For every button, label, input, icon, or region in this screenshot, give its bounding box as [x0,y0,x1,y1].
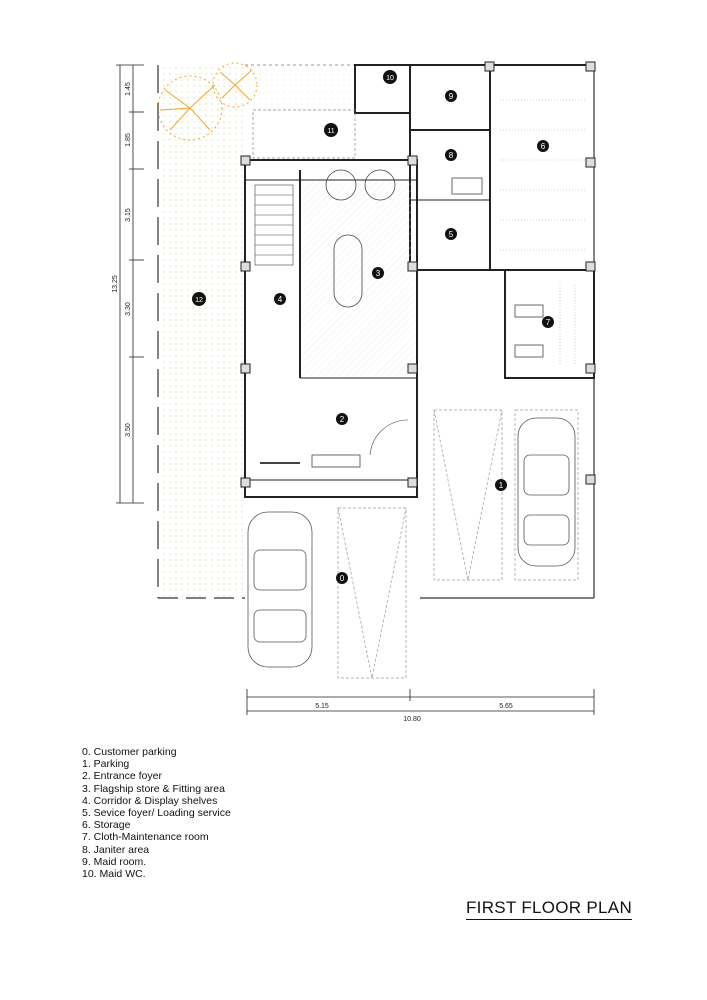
garden-area [160,66,245,598]
parking-bays [337,409,579,679]
room-markers: 0 1 2 3 4 5 6 7 8 9 10 11 12 [192,70,554,584]
room-marker-5: 5 [445,228,457,240]
vertical-dimensions [116,64,144,504]
svg-text:2: 2 [340,415,345,424]
legend-item: 7. Cloth-Maintenance room [82,831,209,844]
storage-shelves [500,99,585,365]
svg-text:4: 4 [278,295,283,304]
svg-text:6: 6 [541,142,546,151]
room-marker-3: 3 [372,267,384,279]
legend-item: 4. Corridor & Display shelves [82,794,218,807]
legend-item: 10. Maid WC. [82,868,146,881]
car-icon [517,417,576,567]
horizontal-dimensions [246,689,595,715]
dim-total-vertical: 13.25 [112,275,119,293]
room-marker-6: 6 [537,140,549,152]
garden-area-top [245,66,355,110]
legend-item: 6. Storage [82,819,131,832]
legend-item: 3. Flagship store & Fitting area [82,782,225,795]
room-marker-8: 8 [445,149,457,161]
room-marker-1: 1 [495,479,507,491]
svg-text:9: 9 [449,92,454,101]
dim-segment: 5.15 [315,703,329,710]
room-marker-9: 9 [445,90,457,102]
svg-text:10: 10 [386,75,394,82]
svg-text:8: 8 [449,151,454,160]
svg-text:11: 11 [327,128,334,135]
room-marker-4: 4 [274,293,286,305]
legend-item: 0. Customer parking [82,746,177,758]
plan-title: FIRST FLOOR PLAN [466,898,633,920]
room-marker-12: 12 [192,292,206,306]
svg-text:12: 12 [195,297,203,304]
svg-text:3: 3 [376,269,381,278]
dashed-room-11 [252,109,356,159]
legend-item: 8. Janiter area [82,843,150,856]
legend-item: 9. Maid room. [82,855,147,868]
dim-segment: 1.45 [125,82,132,96]
walls [244,64,595,498]
dim-segment: 3.15 [125,208,132,222]
svg-text:7: 7 [546,318,551,327]
legend-item: 1. Parking [82,758,130,771]
staircase [254,184,294,266]
legend-item: 5. Sevice foyer/ Loading service [82,807,231,820]
store-floor [302,182,415,377]
svg-text:0: 0 [340,574,345,583]
room-marker-10: 10 [383,70,397,84]
dim-segment: 3.30 [125,302,132,316]
dim-segment: 5.65 [499,703,513,710]
legend-item: 2. Entrance foyer [82,770,162,783]
room-marker-7: 7 [542,316,554,328]
room-marker-11: 11 [324,123,338,137]
columns [240,61,596,488]
room-marker-0: 0 [336,572,348,584]
car-icon [247,511,313,668]
room-legend: 0. Customer parking 1. Parking 2. Entran… [82,746,231,880]
svg-text:5: 5 [449,230,454,239]
furniture [260,169,544,468]
dim-segment: 1.85 [125,133,132,147]
dim-segment: 3.50 [125,423,132,437]
room-marker-2: 2 [336,413,348,425]
svg-text:1: 1 [499,481,504,490]
dim-total-horizontal: 10.80 [403,716,421,723]
